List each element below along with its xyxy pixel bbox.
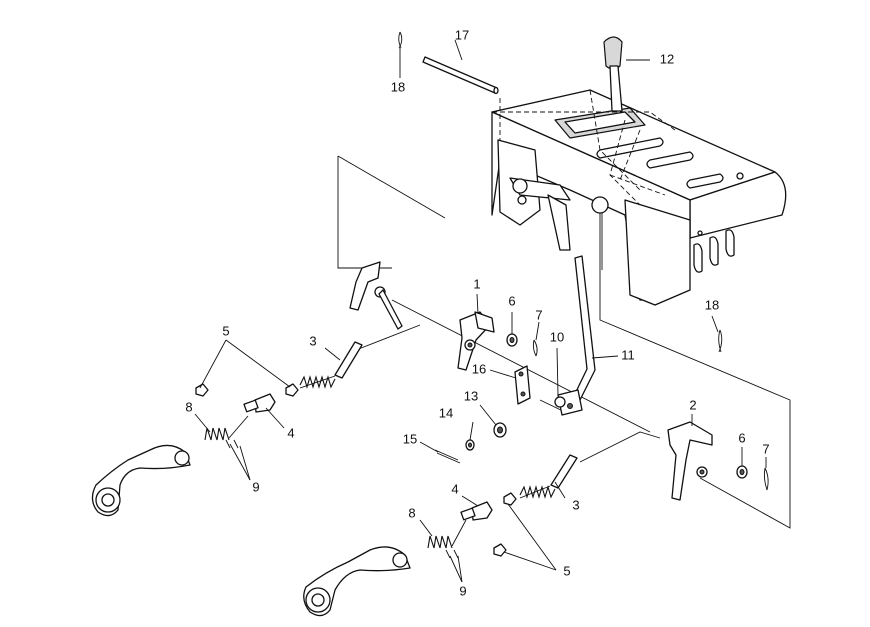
bracket-right: [667, 421, 713, 501]
cotter-pin-right: [763, 467, 769, 491]
lever-plate: [349, 261, 403, 330]
callout-6-upper: 6: [508, 293, 515, 308]
rod: [422, 56, 499, 95]
pin-clip: [434, 449, 461, 464]
callout-9-lower: 9: [459, 583, 466, 598]
callout-7-right: 7: [762, 441, 769, 456]
cotter-pin-upper: [532, 339, 538, 357]
strap-plate: [514, 365, 531, 405]
shift-knob: [603, 36, 623, 112]
washer-upper: [506, 333, 518, 347]
washer-small: [465, 439, 475, 451]
callout-9-upper: 9: [252, 479, 259, 494]
callout-labels: 17 18 12 18 1 6 7 10 11 16 13 14 15 2 6 …: [185, 27, 769, 598]
assembly-guide-lines: [337, 155, 791, 529]
leader-lines: [194, 39, 767, 583]
spacer: [493, 422, 507, 438]
callout-6-right: 6: [738, 430, 745, 445]
washer-right: [736, 465, 748, 479]
callout-8-upper: 8: [185, 399, 192, 414]
callout-1: 1: [473, 276, 480, 291]
callout-3-upper: 3: [309, 333, 316, 348]
callout-18-top: 18: [391, 79, 405, 94]
callout-16: 16: [472, 361, 486, 376]
callout-15: 15: [403, 431, 417, 446]
callout-17: 17: [455, 27, 469, 42]
callout-5-upper: 5: [222, 323, 229, 338]
callout-10: 10: [550, 329, 564, 344]
callout-3-lower: 3: [572, 497, 579, 512]
callout-8-lower: 8: [408, 505, 415, 520]
callout-18-right: 18: [705, 297, 719, 312]
callout-7-upper: 7: [535, 307, 542, 322]
hairpin-clip-top: [398, 31, 403, 49]
shift-link-rod: [572, 255, 596, 401]
callout-13: 13: [464, 388, 478, 403]
hairpin-clip-right: [718, 329, 723, 353]
callout-2: 2: [689, 397, 696, 412]
callout-5-lower: 5: [563, 563, 570, 578]
pivot-bracket: [554, 389, 583, 416]
linkage-lower-right: [303, 454, 578, 617]
callout-4-lower: 4: [451, 481, 458, 496]
callout-11: 11: [621, 347, 635, 362]
bracket-left: [457, 311, 495, 371]
control-panel-frame: [491, 89, 787, 306]
callout-14: 14: [439, 405, 453, 420]
linkage-upper-left: [91, 341, 363, 517]
callout-12: 12: [660, 51, 674, 66]
callout-4-upper: 4: [287, 425, 294, 440]
